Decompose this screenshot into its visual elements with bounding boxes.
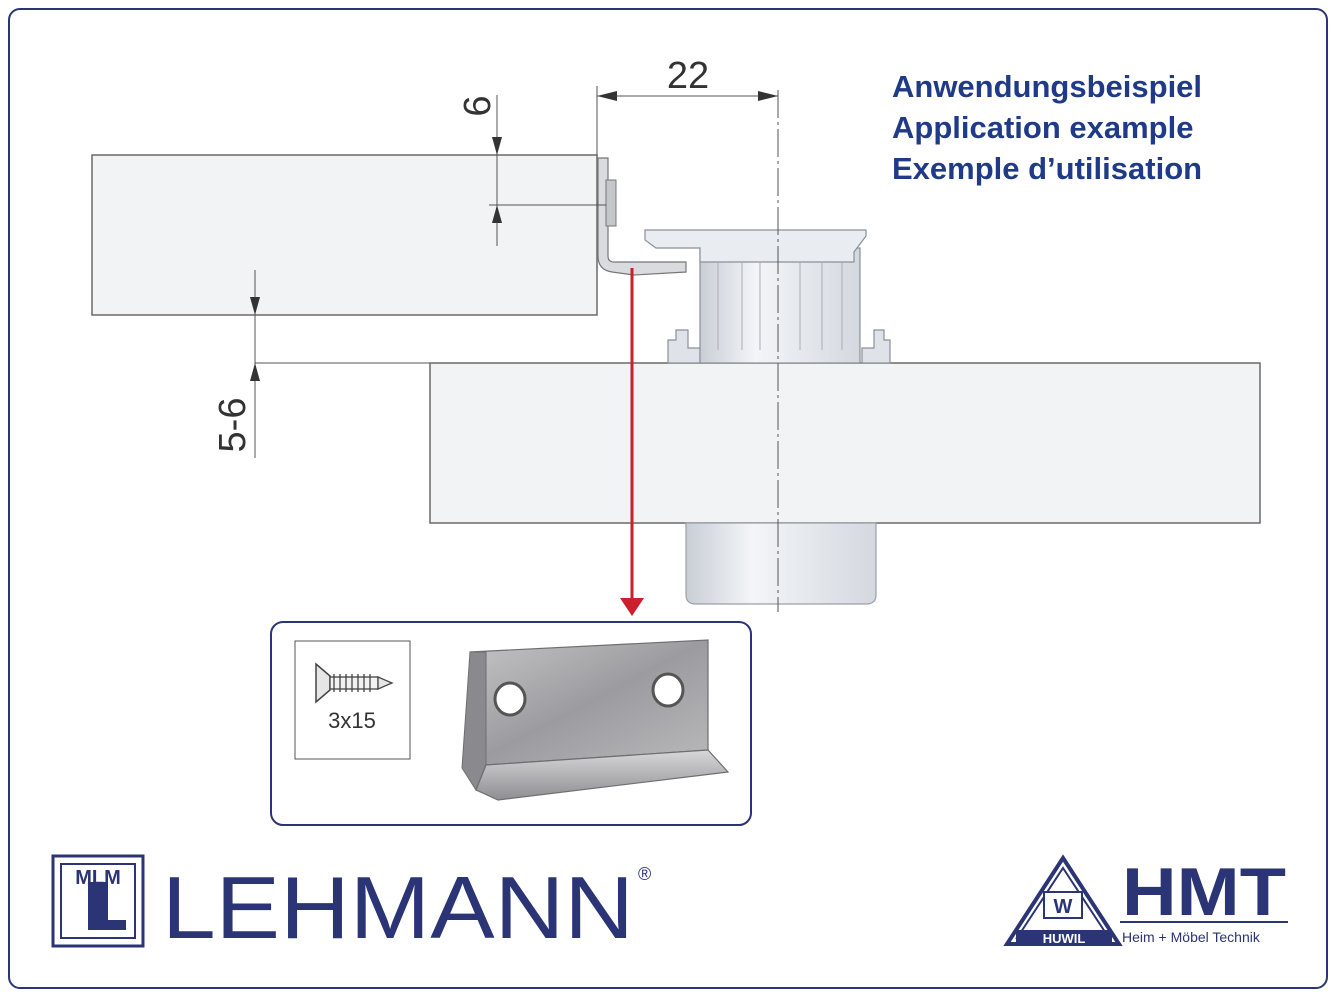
lehmann-monogram: MLM <box>75 867 121 889</box>
lehmann-wordmark: LEHMANN <box>162 858 634 957</box>
catch-housing <box>644 229 891 364</box>
screw-size-label: 3x15 <box>328 708 376 733</box>
hmt-tagline: Heim + Möbel Technik <box>1122 929 1261 945</box>
huwil-mark: W <box>1054 896 1073 918</box>
caption-fr: Exemple d’utilisation <box>892 151 1203 186</box>
angle-bracket-side-view <box>597 157 687 276</box>
hmt-wordmark: HMT <box>1122 854 1286 930</box>
outer-frame <box>8 8 1328 989</box>
dimension-width-label: 22 <box>667 55 709 97</box>
lower-board <box>429 362 1261 524</box>
hmt-logo: W HUWIL HMT Heim + Möbel Technik <box>1003 854 1288 946</box>
caption-block: Anwendungsbeispiel Application example E… <box>892 66 1202 189</box>
cylinder-lower-part <box>685 522 877 605</box>
lehmann-logo: MLM LEHMANN ® <box>51 854 651 957</box>
dimension-gap: 5-6 <box>212 270 430 458</box>
caption-de: Anwendungsbeispiel <box>892 69 1203 104</box>
upper-board <box>91 154 598 316</box>
caption-en: Application example <box>892 110 1194 145</box>
dimension-width: 22 <box>596 55 778 155</box>
screw-icon <box>315 662 394 704</box>
lehmann-registered: ® <box>638 864 651 884</box>
dimension-plate-thickness: 6 <box>457 95 606 246</box>
callout-arrow <box>620 268 644 616</box>
dimension-gap-label: 5-6 <box>212 398 254 453</box>
screw-box <box>294 640 411 760</box>
huwil-label: HUWIL <box>1043 931 1086 946</box>
angle-bracket-photo <box>461 639 730 801</box>
dimension-plate-thickness-label: 6 <box>457 95 499 116</box>
